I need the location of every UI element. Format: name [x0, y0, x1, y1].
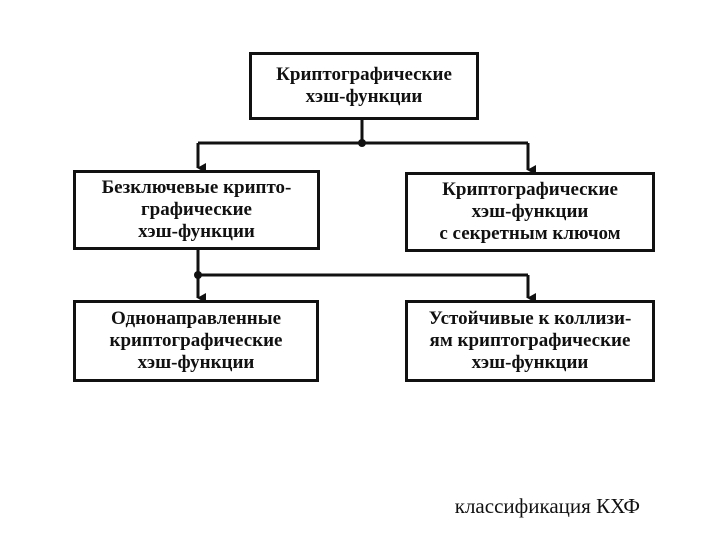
node-label-line: ям криптографические [429, 330, 631, 351]
caption-text: классификация КХФ [454, 494, 640, 518]
node-label-line: хэш-функции [138, 221, 255, 242]
node-keyless-hash-functions: Безключевые крипто- графические хэш-функ… [73, 170, 320, 250]
node-label-line: Безключевые крипто- [101, 177, 292, 198]
node-label-line: Криптографические [276, 64, 452, 85]
node-label-line: хэш-функции [305, 86, 423, 107]
diagram-caption: классификация КХФ [0, 494, 640, 519]
node-label-line: Однонаправленные [110, 308, 282, 329]
node-label-line: криптографические [109, 330, 283, 351]
node-label-line: хэш-функции [471, 352, 589, 373]
node-crypto-hash-functions: Криптографические хэш-функции [249, 52, 479, 120]
node-label-line: хэш-функции [137, 352, 255, 373]
node-collision-resistant-hash-functions: Устойчивые к коллизи- ям криптографическ… [405, 300, 655, 382]
node-label-line: Устойчивые к коллизи- [428, 308, 632, 329]
node-label-line: Криптографические [442, 179, 618, 200]
node-label-line: хэш-функции [471, 201, 589, 222]
node-keyed-hash-functions: Криптографические хэш-функции с секретны… [405, 172, 655, 252]
node-label-line: графические [141, 199, 252, 220]
node-label-line: с секретным ключом [439, 223, 621, 244]
node-one-way-hash-functions: Однонаправленные криптографические хэш-ф… [73, 300, 319, 382]
